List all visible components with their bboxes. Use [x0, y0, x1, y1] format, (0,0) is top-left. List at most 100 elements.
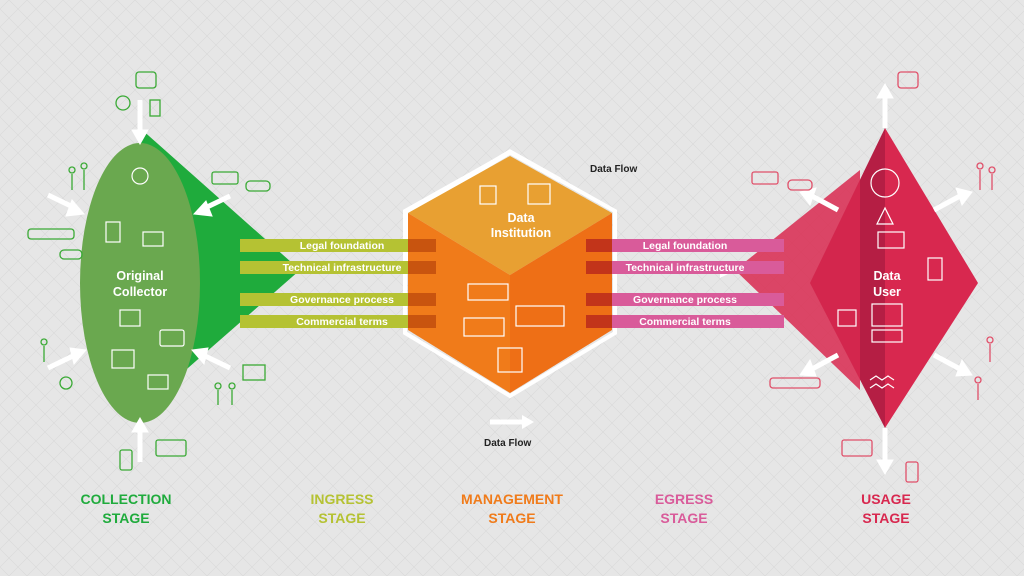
network-icon	[59, 376, 73, 390]
data-flow-legend-arrowhead	[522, 415, 534, 429]
ingress-bar-commercial	[240, 315, 436, 328]
data-flow-label-bottom: Data Flow	[484, 438, 531, 449]
stage-usage-line1: USAGE	[861, 491, 911, 507]
institution-hex-right	[510, 213, 612, 393]
bus-icon	[155, 439, 187, 457]
laptop-icon	[242, 364, 266, 381]
stage-ingress-line2: STAGE	[318, 510, 366, 526]
audience-icon	[871, 329, 903, 343]
stage-management: MANAGEMENT STAGE	[432, 490, 592, 528]
egress-label-technical: Technical infrastructure	[626, 262, 745, 274]
cash-register-icon	[111, 349, 135, 369]
people-icon	[214, 382, 236, 405]
egress-bar-shade	[586, 261, 612, 274]
inward-arrows	[46, 100, 232, 462]
stage-egress-line1: EGRESS	[654, 491, 714, 507]
barcode-icon	[147, 374, 169, 390]
stage-egress: EGRESS STAGE	[604, 490, 764, 528]
stage-ingress-line1: INGRESS	[310, 491, 374, 507]
ingress-bar-shade	[408, 239, 436, 252]
user-avatar-icon	[131, 167, 149, 185]
wave-icon	[869, 375, 895, 389]
bar-chart-icon	[927, 257, 943, 281]
network-icon	[870, 168, 900, 198]
ingress-bar-shade	[408, 315, 436, 328]
egress-label-legal: Legal foundation	[643, 240, 728, 252]
usage-funnel	[735, 170, 860, 390]
ingress-label-technical: Technical infrastructure	[283, 262, 402, 274]
computer-icon	[105, 221, 121, 243]
stage-management-line1: MANAGEMENT	[461, 491, 563, 507]
person-icon	[40, 338, 48, 362]
people-icon	[976, 162, 996, 190]
meter-icon	[897, 71, 919, 89]
user-label-line1: Data	[873, 269, 901, 283]
ingress-bar-governance	[240, 293, 436, 306]
egress-bar-shade	[586, 293, 612, 306]
egress-label-commercial: Commercial terms	[639, 316, 731, 328]
egress-bar-shade	[586, 315, 612, 328]
stage-egress-line2: STAGE	[660, 510, 708, 526]
flowchart-icon	[497, 347, 523, 373]
people-icon	[68, 162, 88, 190]
stage-usage-line2: STAGE	[862, 510, 910, 526]
data-flow-label-top: Data Flow	[590, 164, 637, 175]
train-icon	[769, 377, 821, 389]
institution-hex-top	[408, 156, 612, 275]
table-icon	[837, 309, 857, 327]
clock-icon	[115, 95, 131, 111]
server-icon	[515, 305, 565, 327]
team-icon	[463, 317, 505, 337]
egress-bar-governance	[586, 293, 784, 306]
person-icon	[974, 376, 982, 400]
institution-label-line2: Institution	[491, 226, 551, 240]
car-icon	[59, 249, 83, 260]
meter-icon	[135, 71, 157, 89]
stage-usage: USAGE STAGE	[806, 490, 966, 528]
pyramid-icon	[876, 206, 894, 225]
collector-label-line1: Original	[116, 269, 163, 283]
camera-icon	[877, 231, 905, 249]
ingress-label-legal: Legal foundation	[300, 240, 385, 252]
bus-icon	[841, 439, 873, 457]
desk-icon	[119, 309, 141, 327]
stage-collection-line2: STAGE	[102, 510, 150, 526]
egress-bar-commercial	[586, 315, 784, 328]
ingress-bar-shade	[408, 261, 436, 274]
institution-hex-outline	[403, 149, 617, 399]
van-icon	[751, 171, 779, 185]
van-icon	[211, 171, 239, 185]
stage-ingress: INGRESS STAGE	[262, 490, 422, 528]
stage-collection: COLLECTION STAGE	[46, 490, 206, 528]
person-icon	[986, 336, 994, 362]
collector-ellipse	[80, 143, 200, 423]
ingress-bar-shade	[408, 293, 436, 306]
presentation-icon	[871, 303, 903, 327]
car-icon	[245, 180, 271, 192]
ingress-label-commercial: Commercial terms	[296, 316, 388, 328]
tablet-icon	[159, 329, 185, 347]
ingress-label-governance: Governance process	[290, 294, 394, 306]
door-icon	[149, 99, 161, 117]
screen-icon	[142, 231, 164, 247]
institution-label-line1: Data	[507, 211, 535, 225]
shelf-icon	[527, 183, 551, 205]
egress-bars: Legal foundation Technical infrastructur…	[586, 239, 784, 328]
ingress-bar-technical	[240, 261, 436, 274]
train-icon	[27, 228, 75, 240]
worker-icon	[479, 185, 497, 205]
user-label-line2: User	[873, 285, 901, 299]
stage-collection-line1: COLLECTION	[80, 491, 172, 507]
egress-bar-legal	[586, 239, 784, 252]
egress-label-governance: Governance process	[633, 294, 737, 306]
collector-label-line2: Collector	[113, 285, 167, 299]
outward-arrows	[799, 82, 973, 476]
meeting-icon	[467, 283, 509, 301]
car-icon	[787, 179, 813, 191]
stage-management-line2: STAGE	[488, 510, 536, 526]
egress-bar-shade	[586, 239, 612, 252]
phone-icon	[905, 461, 919, 483]
institution-hex-left	[408, 213, 510, 393]
ingress-bars: Legal foundation Technical infrastructur…	[240, 239, 436, 328]
phone-icon	[119, 449, 133, 471]
